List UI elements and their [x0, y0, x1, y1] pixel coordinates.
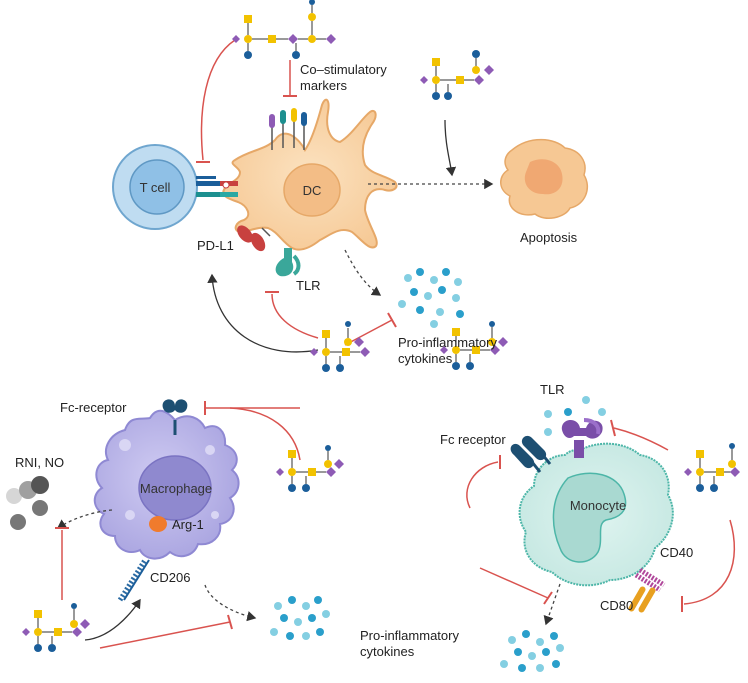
dc-label: DC	[302, 183, 322, 198]
apoptotic-cell	[500, 138, 589, 220]
cd80-receptor	[628, 586, 656, 613]
top-connectors	[196, 39, 494, 353]
glycan-icon	[22, 603, 90, 652]
costim-label-line1: Co–stimulatory	[300, 62, 387, 77]
cd206-label: CD206	[150, 570, 191, 585]
tlr-receptor-dc	[275, 248, 301, 277]
tcell-label: T cell	[139, 180, 171, 195]
dendritic-cell	[222, 98, 398, 251]
cytokines-bottom-line1: Pro-inflammatory	[360, 628, 459, 643]
glycan-icon	[440, 321, 508, 370]
monocyte-label: Monocyte	[569, 498, 627, 513]
cytokines-bottom-line2: cytokines	[360, 644, 415, 659]
glycan-icon	[310, 321, 370, 372]
macrophage	[93, 409, 240, 560]
t-cell	[112, 144, 198, 230]
tlr-right-label: TLR	[540, 382, 565, 397]
pd-l1-receptors	[237, 225, 271, 252]
cytokines-bottom-right	[500, 630, 564, 672]
cytokines-top-line2: cytokines	[398, 351, 453, 366]
glycan-icon	[276, 445, 344, 492]
apoptosis-label: Apoptosis	[520, 230, 578, 245]
arg1-label: Arg-1	[172, 517, 204, 532]
cd40-receptor	[634, 567, 666, 593]
fc-receptor-macrophage	[162, 399, 188, 435]
cd206-receptor	[117, 558, 150, 602]
costimulatory-markers	[269, 108, 307, 150]
macrophage-label: Macrophage	[139, 481, 213, 496]
glycan-icon	[232, 0, 336, 59]
tlr-top-label: TLR	[296, 278, 321, 293]
pdl1-label: PD-L1	[197, 238, 234, 253]
fc-receptor-left-label: Fc-receptor	[60, 400, 127, 415]
synapse-receptors	[196, 176, 238, 197]
cytokines-top	[398, 268, 464, 328]
macrophage-connectors	[55, 401, 301, 649]
glycan-icon	[420, 50, 494, 100]
tlr-receptor-monocyte	[561, 418, 603, 458]
monocyte	[518, 442, 674, 587]
costim-label-line2: markers	[300, 78, 347, 93]
glycan-icon	[684, 443, 740, 492]
rni-no-label: RNI, NO	[15, 455, 65, 470]
cytokines-top-line1: Pro-inflammatory	[398, 335, 497, 350]
cytokines-tlr	[544, 396, 606, 436]
cd80-label: CD80	[600, 598, 634, 613]
rni-no-particles	[6, 476, 49, 530]
cd40-label: CD40	[660, 545, 694, 560]
monocyte-connectors	[466, 419, 736, 626]
fc-receptor-right-label: Fc receptor	[440, 432, 506, 447]
cytokines-bottom-left	[270, 596, 330, 640]
fc-receptor-monocyte	[510, 435, 552, 473]
